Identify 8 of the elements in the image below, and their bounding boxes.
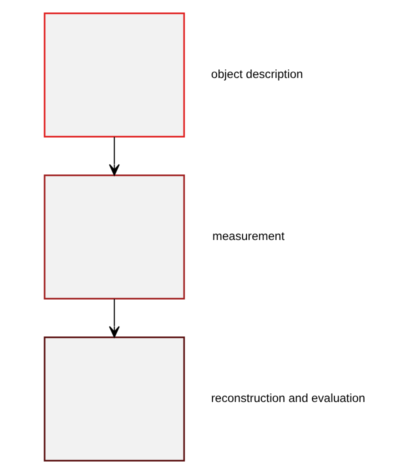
node-box — [44, 336, 185, 462]
node-box — [44, 174, 185, 299]
arrow — [108, 298, 120, 338]
node-label: object description — [211, 66, 303, 80]
node-label: measurement — [212, 228, 285, 243]
node-box — [44, 12, 185, 137]
node-label: reconstruction and evaluation — [211, 390, 366, 405]
arrow — [108, 136, 120, 176]
